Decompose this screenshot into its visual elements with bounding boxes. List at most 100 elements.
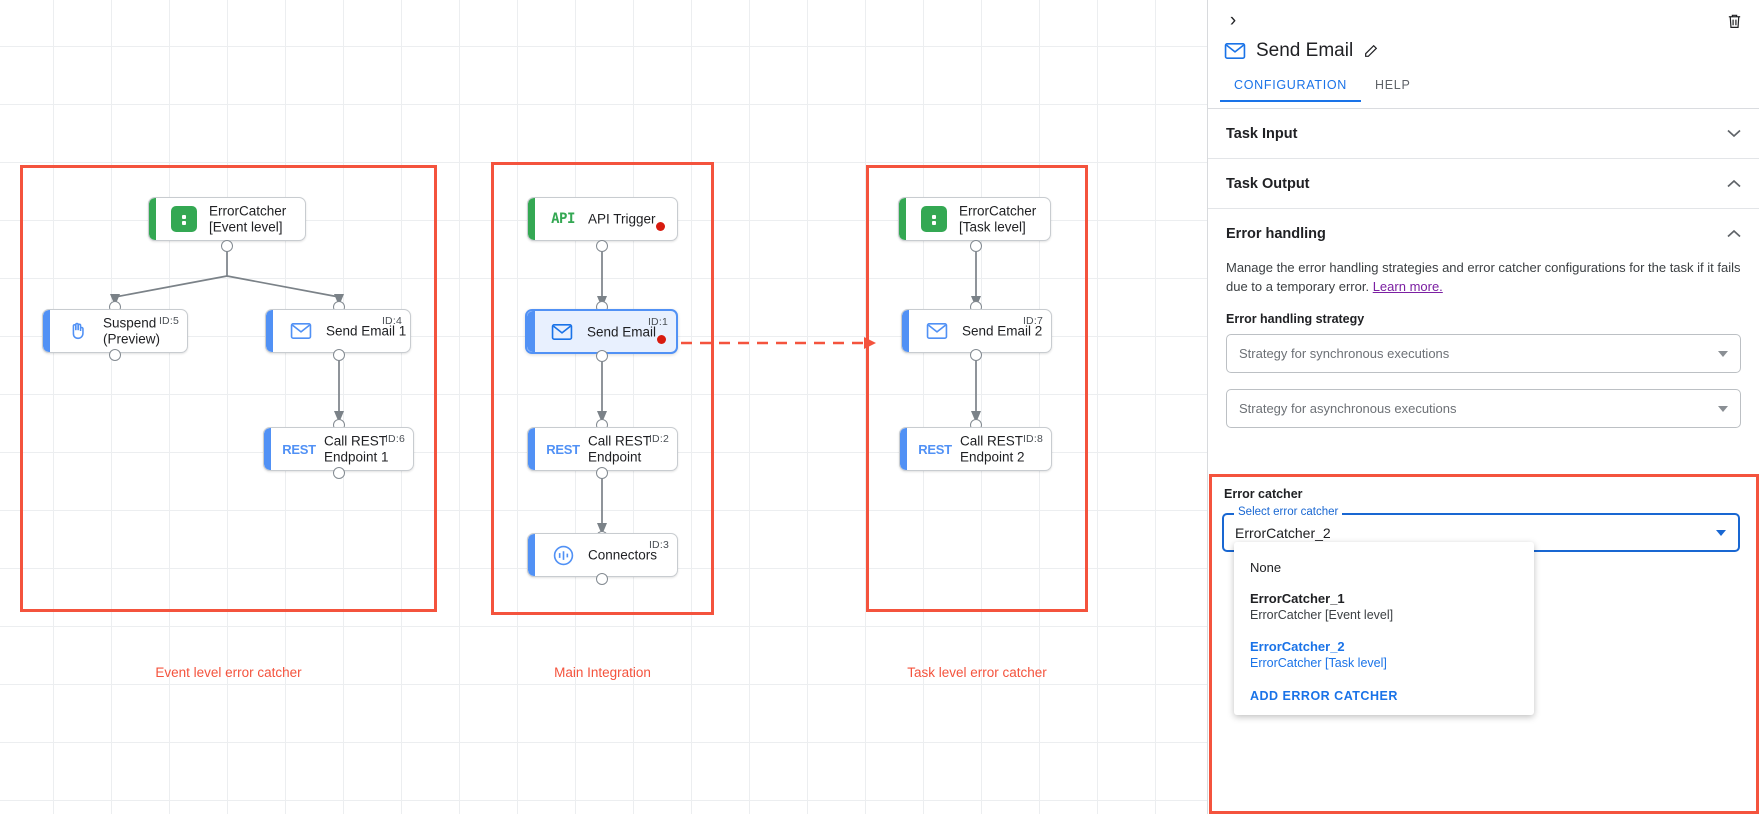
node-title: Connectors	[588, 547, 658, 563]
error-catcher-highlight-block: Error catcher Select error catcher Error…	[1209, 474, 1759, 814]
error-catcher-icon	[171, 206, 197, 232]
socket-out[interactable]	[970, 349, 982, 361]
node-id-badge: ID:8	[1022, 433, 1043, 445]
panel-header: › Send Email	[1208, 0, 1759, 78]
socket-out[interactable]	[221, 240, 233, 252]
socket-out[interactable]	[596, 573, 608, 585]
async-strategy-placeholder: Strategy for asynchronous executions	[1239, 401, 1457, 416]
section-task-output-header[interactable]: Task Output	[1226, 159, 1741, 208]
node-send-email-1[interactable]: Send Email 1 ID:4	[265, 309, 411, 353]
socket-out[interactable]	[109, 349, 121, 361]
node-suspend[interactable]: Suspend (Preview) ID:5	[42, 309, 188, 353]
node-api-trigger[interactable]: API API Trigger	[527, 197, 678, 241]
sync-strategy-select[interactable]: Strategy for synchronous executions	[1226, 334, 1741, 373]
error-catcher-label: Error catcher	[1224, 487, 1303, 501]
node-call-rest[interactable]: REST Call REST Endpoint ID:2	[527, 427, 678, 471]
chevron-down-icon	[1718, 350, 1728, 357]
error-catcher-group: Error catcher Select error catcher Error…	[1212, 477, 1756, 715]
group-event-level	[20, 165, 437, 612]
node-error-catcher-task[interactable]: ErrorCatcher [Task level]	[898, 197, 1051, 241]
envelope-icon	[1224, 42, 1246, 60]
socket-out[interactable]	[596, 240, 608, 252]
node-id-badge: ID:3	[648, 539, 669, 551]
node-call-rest-2[interactable]: REST Call REST Endpoint 2 ID:8	[899, 427, 1052, 471]
node-id-badge: ID:5	[158, 315, 179, 327]
node-id-badge: ID:4	[381, 315, 402, 327]
chevron-right-icon[interactable]: ›	[1229, 10, 1237, 31]
integration-canvas[interactable]: Event level error catcher Main Integrati…	[0, 0, 1208, 814]
node-id-badge: ID:7	[1022, 315, 1043, 327]
trash-icon[interactable]	[1721, 8, 1747, 34]
node-accent-stripe	[43, 310, 50, 352]
node-accent-stripe	[902, 310, 909, 352]
chevron-down-icon[interactable]	[1727, 128, 1741, 140]
tab-configuration[interactable]: CONFIGURATION	[1220, 78, 1362, 102]
rest-icon: REST	[546, 441, 580, 457]
section-task-input: Task Input	[1208, 109, 1759, 159]
chevron-up-icon[interactable]	[1727, 178, 1741, 190]
node-send-email-2[interactable]: Send Email 2 ID:7	[901, 309, 1052, 353]
pencil-icon[interactable]	[1363, 43, 1379, 59]
menu-item-subtitle: ErrorCatcher [Event level]	[1250, 608, 1394, 622]
node-title: Call REST Endpoint 2	[960, 433, 1025, 465]
socket-out[interactable]	[333, 467, 345, 479]
menu-item-error-catcher-2[interactable]: ErrorCatcher_2 ErrorCatcher [Task level]	[1234, 631, 1534, 679]
node-connectors[interactable]: Connectors ID:3	[527, 533, 678, 577]
chevron-up-icon[interactable]	[1727, 228, 1741, 240]
node-title: ErrorCatcher [Event level]	[209, 203, 287, 235]
tab-help[interactable]: HELP	[1375, 78, 1411, 92]
node-accent-stripe	[528, 198, 535, 240]
socket-out[interactable]	[596, 350, 608, 362]
node-send-email-selected[interactable]: Send Email ID:1	[525, 309, 678, 354]
error-catcher-icon	[921, 206, 947, 232]
menu-item-none[interactable]: None	[1234, 552, 1534, 583]
node-id-badge: ID:2	[648, 433, 669, 445]
menu-item-title: ErrorCatcher_2	[1250, 639, 1345, 654]
group-label-task-level: Task level error catcher	[907, 665, 1047, 680]
node-accent-stripe	[900, 428, 907, 470]
error-catcher-dropdown-menu[interactable]: None ErrorCatcher_1 ErrorCatcher [Event …	[1234, 542, 1534, 715]
chevron-down-icon	[1718, 405, 1728, 412]
socket-out[interactable]	[970, 240, 982, 252]
select-error-catcher-floating-label: Select error catcher	[1234, 506, 1343, 518]
node-title: Call REST Endpoint	[588, 433, 652, 465]
sync-strategy-placeholder: Strategy for synchronous executions	[1239, 346, 1450, 361]
panel-title-row: Send Email	[1224, 40, 1379, 62]
menu-item-error-catcher-1[interactable]: ErrorCatcher_1 ErrorCatcher [Event level…	[1234, 583, 1534, 631]
menu-item-subtitle: ErrorCatcher [Task level]	[1250, 656, 1387, 670]
section-title: Error handling	[1226, 225, 1326, 242]
socket-out[interactable]	[596, 467, 608, 479]
node-accent-stripe	[264, 428, 271, 470]
error-indicator-dot	[657, 335, 666, 344]
section-error-handling: Error handling Manage the error handling…	[1208, 209, 1759, 458]
section-task-output: Task Output	[1208, 159, 1759, 209]
socket-out[interactable]	[333, 349, 345, 361]
menu-item-title: ErrorCatcher_1	[1250, 591, 1345, 606]
page-title: Send Email	[1256, 40, 1354, 61]
api-icon: API	[551, 211, 575, 227]
chevron-down-icon	[1716, 529, 1726, 536]
error-indicator-dot	[656, 222, 665, 231]
learn-more-link[interactable]: Learn more.	[1372, 279, 1443, 294]
menu-item-title: None	[1250, 560, 1282, 575]
rest-icon: REST	[918, 441, 952, 457]
error-handling-description: Manage the error handling strategies and…	[1226, 258, 1741, 296]
rest-icon: REST	[282, 441, 316, 457]
node-title: ErrorCatcher [Task level]	[959, 203, 1037, 235]
section-error-handling-header[interactable]: Error handling	[1226, 209, 1741, 258]
node-accent-stripe	[266, 310, 273, 352]
node-error-catcher-event[interactable]: ErrorCatcher [Event level]	[148, 197, 306, 241]
add-error-catcher-button[interactable]: ADD ERROR CATCHER	[1250, 689, 1398, 703]
async-strategy-select[interactable]: Strategy for asynchronous executions	[1226, 389, 1741, 428]
envelope-icon	[288, 318, 314, 344]
section-error-handling-body: Manage the error handling strategies and…	[1226, 258, 1741, 458]
node-title: Send Email 2	[962, 323, 1043, 339]
node-accent-stripe	[899, 198, 906, 240]
group-main-integration	[491, 162, 714, 615]
section-task-input-header[interactable]: Task Input	[1226, 109, 1741, 158]
section-title: Task Input	[1226, 125, 1298, 142]
node-call-rest-1[interactable]: REST Call REST Endpoint 1 ID:6	[263, 427, 414, 471]
group-label-main-integration: Main Integration	[554, 665, 651, 680]
group-task-level	[866, 165, 1088, 612]
